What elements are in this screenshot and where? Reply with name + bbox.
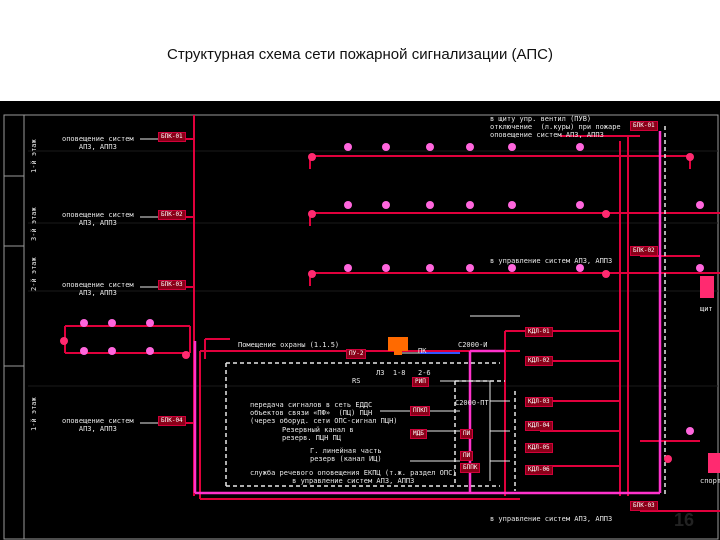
reserve-note: Резервный канал в резерв. ПЦН ПЦ bbox=[282, 426, 354, 442]
rip-device: РИП bbox=[412, 377, 429, 387]
detectors bbox=[80, 143, 704, 435]
right-edge-label-1: щит bbox=[700, 305, 713, 313]
kdl-4: КДЛ-04 bbox=[525, 421, 553, 431]
floor-label-3: 2-й этаж bbox=[30, 257, 38, 291]
box-label-3: ПИ bbox=[460, 429, 474, 439]
page-number: 16 bbox=[674, 510, 695, 530]
left-note-4: оповещение систем АПЗ, АППЗ bbox=[62, 417, 134, 433]
sounders bbox=[700, 276, 720, 473]
box-label-4: ПИ bbox=[460, 451, 474, 461]
alarm-loops bbox=[64, 115, 720, 512]
right-edge-label-2: спорт bbox=[700, 477, 720, 485]
pc-sub-label: ПК bbox=[418, 347, 427, 355]
left-note-2: оповещение систем АПЗ, АППЗ bbox=[62, 211, 134, 227]
right-device-1: БПК-01 bbox=[630, 121, 658, 131]
mid-right-note: в управление систем АПЗ, АППЗ bbox=[490, 257, 613, 265]
security-room-label: Помещение охраны (1.1.5) bbox=[238, 341, 340, 349]
box-label-2: МДБ bbox=[410, 429, 427, 439]
scheme-diagram: 1-й этаж 3-й этаж 2-й этаж 1-й этаж опов… bbox=[0, 101, 720, 540]
page-title: Структурная схема сети пожарной сигнализ… bbox=[167, 46, 553, 63]
floor-label-4: 1-й этаж bbox=[30, 397, 38, 431]
top-right-note: в щиту упр. вентил (ПУВ) отключение (л.к… bbox=[490, 115, 621, 139]
pc-icon bbox=[388, 337, 408, 351]
pu-device: ПУ-2 bbox=[346, 349, 367, 359]
power-note: Г. линейная часть резерв (канал ИЦ) bbox=[310, 447, 382, 463]
line-label-2: 2-6 bbox=[418, 369, 431, 377]
floor-label-2: 3-й этаж bbox=[30, 207, 38, 241]
converter-label: С2000-И bbox=[458, 341, 488, 349]
right-device-3: БПК-03 bbox=[630, 501, 658, 511]
kdl-3: КДЛ-03 bbox=[525, 397, 553, 407]
kdl-2: КДЛ-02 bbox=[525, 356, 553, 366]
left-device-1: БПК-01 bbox=[158, 132, 186, 142]
s2000-label: С2000-ПТ bbox=[455, 399, 489, 407]
line-label-1: ЛЗ 1-8 bbox=[376, 369, 406, 377]
floor-label-1: 1-й этаж bbox=[30, 139, 38, 173]
manual-call-points bbox=[60, 153, 694, 463]
transfer-note: передача сигналов в сеть ЕДДС объектов с… bbox=[250, 401, 398, 425]
kdl-1: КДЛ-01 bbox=[525, 327, 553, 337]
scheme-lines bbox=[3, 114, 720, 540]
main-bus bbox=[193, 131, 662, 495]
rs-label: RS bbox=[352, 377, 361, 385]
left-note-3: оповещение систем АПЗ, АППЗ bbox=[62, 281, 134, 297]
left-device-4: БПК-04 bbox=[158, 416, 186, 426]
kdl-6: КДЛ-06 bbox=[525, 465, 553, 475]
bottom-right-note: в управление систем АПЗ, АППЗ bbox=[490, 515, 613, 523]
left-device-3: БПК-03 bbox=[158, 280, 186, 290]
left-note-1: оповещение систем АПЗ, АППЗ bbox=[62, 135, 134, 151]
box-label-5: БППК bbox=[460, 463, 481, 473]
right-device-2: БПК-02 bbox=[630, 246, 658, 256]
box-label-1: ППКП bbox=[410, 406, 431, 416]
kdl-5: КДЛ-05 bbox=[525, 443, 553, 453]
bottom-center-note: служба речевого оповещения ЕКПЦ (т.ж. ра… bbox=[250, 469, 457, 485]
left-device-2: БПК-02 bbox=[158, 210, 186, 220]
